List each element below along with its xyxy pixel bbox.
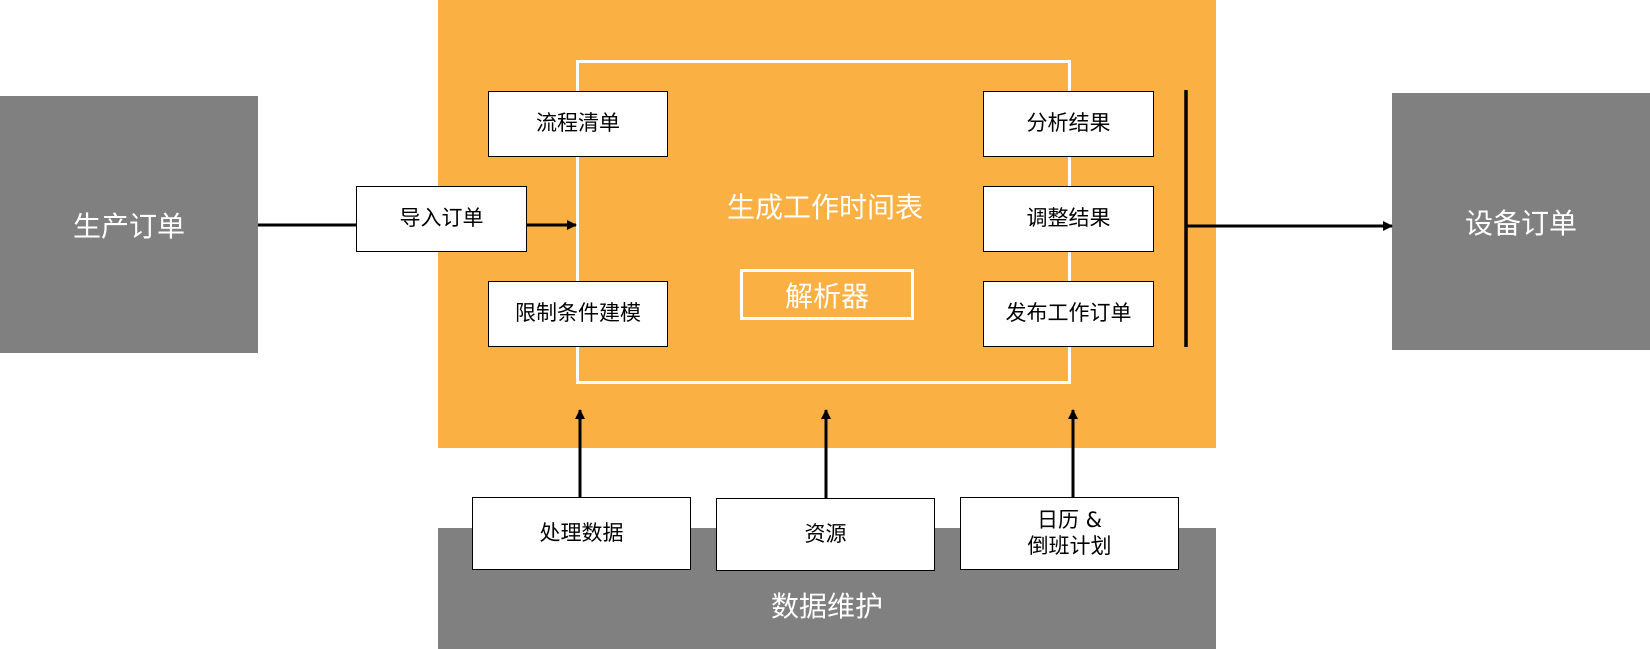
resources-box: 资源 [716, 498, 935, 571]
generate-schedule-title: 生成工作时间表 [726, 191, 923, 224]
data-maintenance-label: 数据维护 [770, 590, 883, 623]
process-data-box: 处理数据 [472, 497, 691, 570]
import-order-box: 导入订单 [356, 186, 527, 252]
equipment-order-block: 设备订单 [1392, 93, 1650, 350]
analysis-result-box: 分析结果 [983, 91, 1154, 157]
adjust-result-box: 调整结果 [983, 186, 1154, 252]
equipment-order-label: 设备订单 [1464, 206, 1577, 240]
production-order-label: 生产订单 [72, 209, 185, 243]
constraint-modeling-box: 限制条件建模 [488, 281, 668, 347]
calendar-shift-plan-box: 日历 & 倒班计划 [960, 497, 1179, 570]
process-list-box: 流程清单 [488, 91, 668, 157]
solver-box: 解析器 [740, 269, 914, 320]
production-order-block: 生产订单 [0, 96, 258, 353]
publish-work-order-box: 发布工作订单 [983, 281, 1154, 347]
